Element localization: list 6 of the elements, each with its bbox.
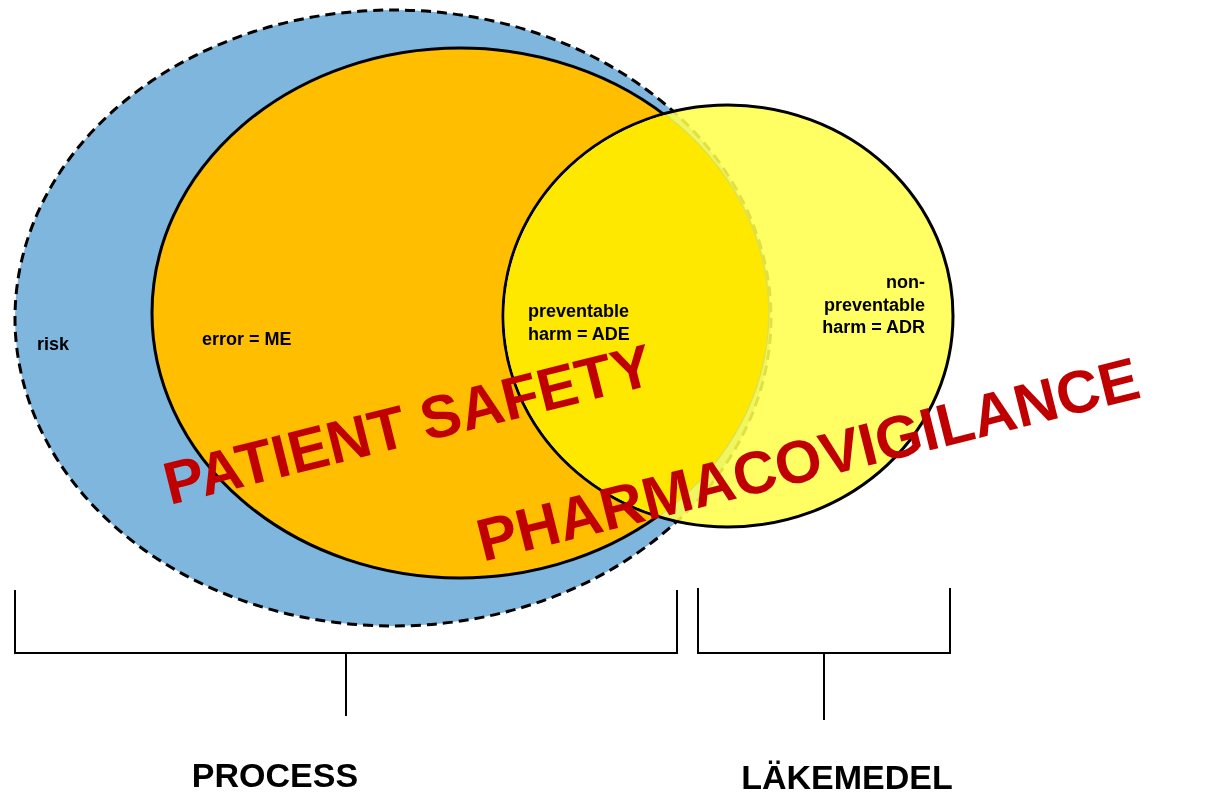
region-label: non-preventable harm = ADR — [821, 271, 925, 339]
group-label: LÄKEMEDEL — [741, 760, 953, 794]
region-label: preventable harm = ADE — [528, 300, 631, 344]
group-label: PROCESS — [191, 758, 359, 792]
region-label: risk — [37, 333, 71, 356]
region-label: error = ME — [202, 328, 293, 351]
